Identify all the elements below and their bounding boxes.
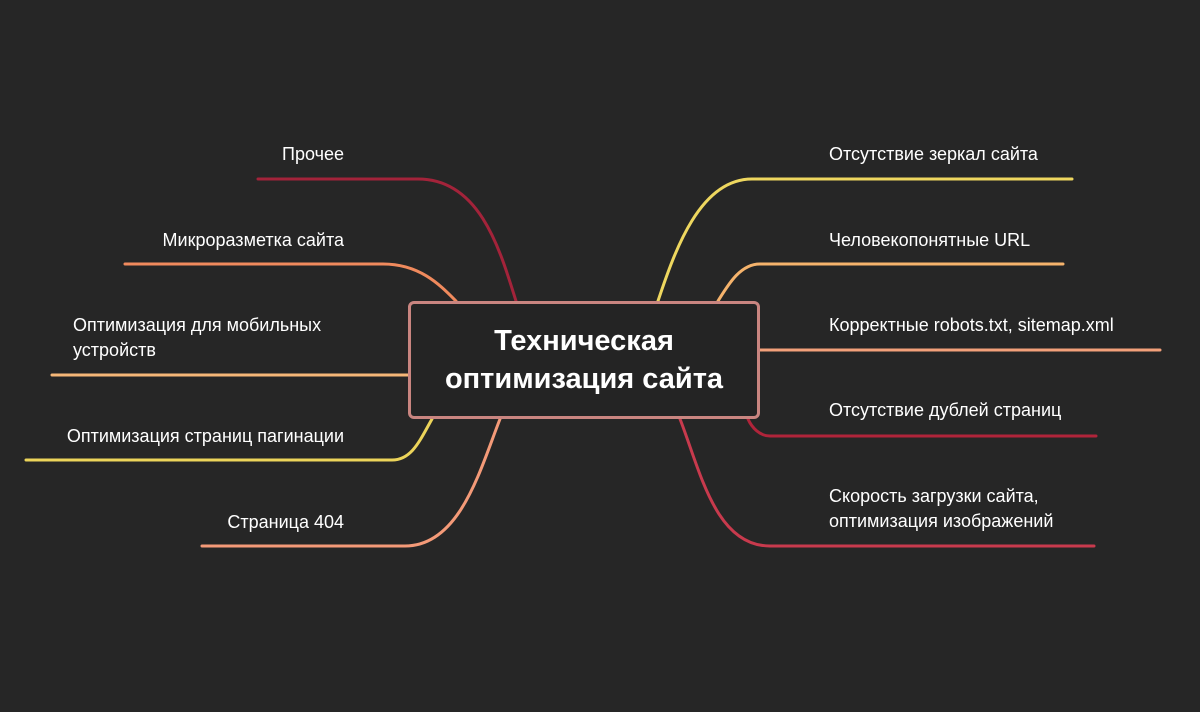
branch-label-text: Страница 404 [227,512,344,532]
branch-label-robots-sitemap[interactable]: Корректные robots.txt, sitemap.xml [829,313,1114,338]
right-connector-1 [656,177,1074,303]
left-connector-2 [123,262,458,303]
branch-label-microdata[interactable]: Микроразметка сайта [163,228,344,253]
branch-label-pagination[interactable]: Оптимизация страниц пагинации [67,424,344,449]
branch-label-text: Оптимизация для мобильных [73,315,322,335]
right-connector-5 [678,417,1096,548]
branch-label-no-mirrors[interactable]: Отсутствие зеркал сайта [829,142,1038,167]
branch-label-human-readable-url[interactable]: Человекопонятные URL [829,228,1030,253]
left-connector-4 [24,417,434,462]
central-topic[interactable]: Техническая оптимизация сайта [408,301,760,419]
right-connector-2 [716,262,1065,303]
branch-label-text: оптимизация изображений [829,511,1054,531]
left-connector-1 [256,177,518,303]
left-connector-5 [200,417,502,548]
central-topic-line-2: оптимизация сайта [444,363,724,395]
branch-label-text: Отсутствие дублей страниц [829,400,1062,420]
branch-label-text: Отсутствие зеркал сайта [829,144,1038,164]
branch-label-text: Оптимизация страниц пагинации [66,426,344,446]
branch-label-404-page[interactable]: Страница 404 [227,510,344,535]
branch-label-speed-images[interactable]: Скорость загрузки сайта, оптимизация изо… [829,484,1053,534]
branch-label-text: Микроразметка сайта [162,230,344,250]
branch-label-text: устройств [73,340,156,360]
branch-label-text: Скорость загрузки сайта, [829,486,1039,506]
right-connector-4 [746,417,1098,438]
branch-label-text: Прочее [282,144,344,164]
central-topic-line-1: Техническая [494,325,674,357]
branch-label-no-duplicates[interactable]: Отсутствие дублей страниц [829,398,1061,423]
branch-label-mobile-optimization[interactable]: Оптимизация для мобильных устройств [73,313,321,363]
branch-label-text: Человекопонятные URL [829,230,1031,250]
branch-label-text: Корректные robots.txt, sitemap.xml [829,315,1114,335]
branch-label-misc[interactable]: Прочее [282,142,344,167]
